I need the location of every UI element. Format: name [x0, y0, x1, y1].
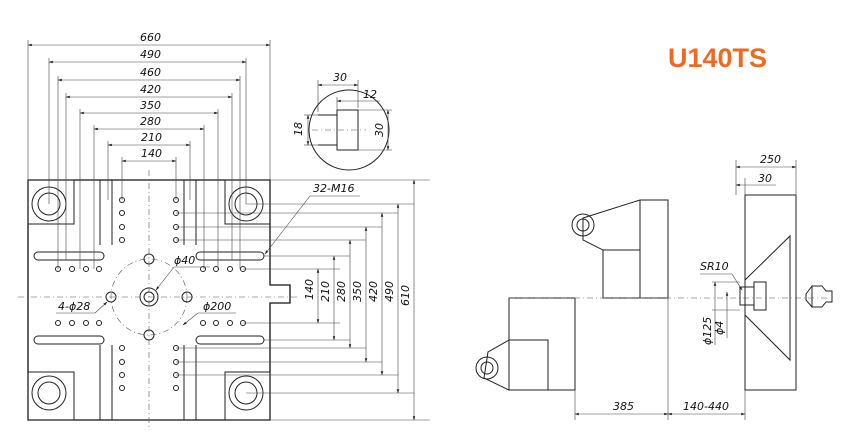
- dim-h490: 490: [383, 281, 396, 302]
- side-view-dimensions: 250 30 SR10 ϕ125 ϕ4 385 140-440: [574, 153, 797, 420]
- dim-350: 350: [140, 99, 161, 112]
- dim-h420: 420: [367, 281, 380, 302]
- dim-sr10: SR10: [700, 260, 729, 273]
- bolt-hole-pattern: [55, 197, 246, 391]
- model-title: U140TS: [668, 43, 767, 73]
- dim-h280: 280: [335, 281, 348, 302]
- dim-h140: 140: [303, 279, 316, 300]
- dim-h350: 350: [351, 281, 364, 302]
- t-slot-detail: 30 12 18 30: [292, 71, 392, 171]
- dim-stroke: 140-440: [683, 400, 729, 413]
- platen-width-dimensions: 660 490 460 420 350 280 210 140: [27, 31, 271, 269]
- platen-height-dimensions: 140 210 280 350 420 490 610: [176, 179, 430, 421]
- dim-phi4: ϕ4: [713, 321, 726, 335]
- dim-490: 490: [140, 48, 161, 61]
- dim-385: 385: [613, 400, 634, 413]
- dim-460: 460: [140, 66, 161, 79]
- dim-250: 250: [760, 153, 781, 166]
- dim-phi125: ϕ125: [701, 317, 714, 345]
- dim-h210: 210: [319, 281, 332, 302]
- slot-height: 30: [373, 123, 386, 137]
- dim-660: 660: [140, 31, 161, 44]
- label-4-phi28: 4-ϕ28: [58, 300, 90, 313]
- dim-140: 140: [141, 147, 162, 160]
- label-phi200: ϕ200: [203, 300, 231, 313]
- dim-420: 420: [140, 83, 161, 96]
- dim-30: 30: [758, 172, 772, 185]
- slot-width: 30: [333, 71, 347, 84]
- slot-neck: 18: [292, 122, 305, 136]
- side-view: [475, 194, 833, 391]
- label-phi40: ϕ40: [174, 254, 195, 267]
- label-32-m16: 32-M16: [313, 182, 354, 195]
- dim-280: 280: [140, 115, 161, 128]
- slot-depth: 12: [363, 88, 377, 101]
- tie-bar-hole: [31, 375, 67, 411]
- platen-callouts: 32-M16 ϕ40 ϕ200 4-ϕ28: [56, 182, 360, 326]
- dim-h610: 610: [399, 285, 412, 306]
- dim-210: 210: [141, 131, 162, 144]
